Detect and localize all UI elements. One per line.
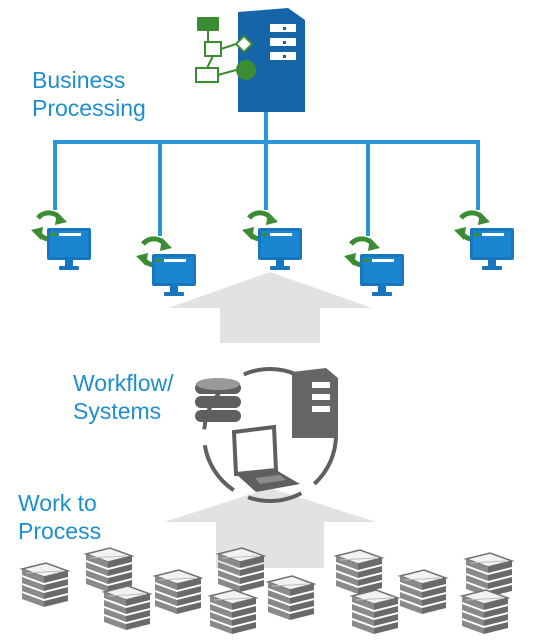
business-processing-line1: Business — [32, 67, 126, 93]
paper-stack-icon — [351, 589, 399, 635]
server-with-flowchart-icon — [195, 8, 305, 112]
monitor-with-refresh-arrows-icon — [454, 212, 514, 270]
workflow-cycle — [195, 367, 338, 503]
paper-stack-icon — [217, 547, 265, 593]
paper-stack-icon — [103, 585, 151, 631]
work-to-process-label: Work to Process — [18, 489, 101, 545]
work-to-process-line1: Work to — [18, 490, 97, 516]
business-processing-line2: Processing — [32, 95, 146, 121]
monitor-with-refresh-arrows-icon — [136, 238, 196, 296]
paper-stack-icon — [335, 549, 383, 595]
paper-stack-icon — [461, 589, 509, 635]
business-processing-label: Business Processing — [32, 66, 146, 122]
monitor-with-refresh-arrows-icon — [31, 212, 91, 270]
paper-stack-icon — [209, 589, 257, 635]
workflow-systems-label: Workflow/ Systems — [73, 369, 174, 425]
paper-stack-icon — [21, 562, 69, 608]
upward-arrow-top — [168, 272, 372, 343]
paper-stack-icon — [267, 575, 315, 621]
monitor-with-refresh-arrows-icon — [242, 212, 302, 270]
tower-server-icon — [292, 368, 338, 438]
paper-stack-icon — [399, 569, 447, 615]
network-lines — [53, 112, 480, 236]
monitor-with-refresh-arrows-icon — [344, 238, 404, 296]
workflow-systems-line1: Workflow/ — [73, 370, 174, 396]
database-stack-icon — [195, 378, 241, 422]
work-to-process-line2: Process — [18, 518, 102, 544]
workflow-systems-line2: Systems — [73, 398, 162, 424]
paper-stack-icon — [85, 547, 133, 593]
upward-arrow-bottom — [164, 488, 376, 568]
paper-stack-icon — [154, 569, 202, 615]
laptop-icon — [231, 424, 300, 492]
